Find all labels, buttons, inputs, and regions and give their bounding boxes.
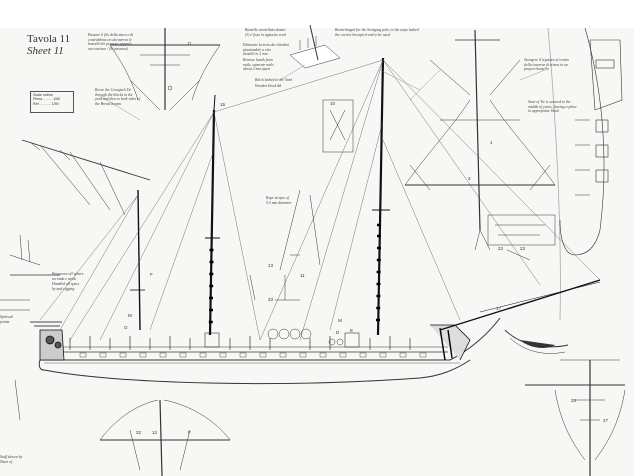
lateen-spar-detail bbox=[21, 139, 151, 216]
note-eliminate: Eliminate la tesia dei chiodini piantand… bbox=[243, 43, 289, 57]
leader-lines bbox=[99, 64, 546, 121]
note-bottom-left: Staff shown by Sheet of bbox=[0, 455, 23, 464]
ref-number: 11 bbox=[187, 41, 192, 46]
deck-barrels bbox=[267, 328, 344, 346]
sheet-title-english: Sheet 11 bbox=[27, 45, 64, 57]
note-remove-heads: Remove heads from nails, separate nails … bbox=[243, 58, 274, 72]
legend-line: Ref. .......... 1/50 bbox=[33, 101, 59, 106]
ref-number: 25 bbox=[571, 398, 577, 403]
note-block-lashed: Bozzello rastrellato dotato (3) è fisso … bbox=[245, 28, 286, 37]
ref-number: O bbox=[124, 325, 128, 330]
bottom-yard-detail bbox=[99, 399, 231, 476]
block-detail bbox=[289, 24, 341, 69]
note-right-top: Beam-hinged for the Swinging pole, to th… bbox=[335, 28, 419, 37]
mizzen-mast bbox=[130, 189, 145, 331]
bottom-right-details bbox=[504, 329, 626, 476]
stern-castle bbox=[30, 321, 65, 361]
note-rope-stripes: Rope stripes of 0.5 mm diameter bbox=[266, 196, 292, 205]
scale-legend: Scale ordine Pinna ......... 1/50 Ref. .… bbox=[30, 91, 74, 113]
mainmast bbox=[205, 94, 220, 336]
stern-detail-box bbox=[487, 214, 556, 261]
foreyard-diagram bbox=[404, 29, 556, 251]
note-sheet-tie: Start of Tie is secured to the middle of… bbox=[528, 100, 577, 114]
deck-stanchions bbox=[69, 336, 411, 350]
ref-number: M bbox=[338, 318, 342, 323]
note-reeve: Reeve the Crossjack Tie through the bloc… bbox=[95, 88, 140, 106]
ref-number: 33 bbox=[268, 297, 274, 302]
foremast-foot bbox=[344, 332, 360, 348]
legend-line: Pinna ......... 1/50 bbox=[33, 97, 61, 102]
bow-head bbox=[430, 324, 471, 361]
ref-number: 10 bbox=[330, 101, 336, 106]
ref-number: 27 bbox=[603, 418, 609, 423]
ref-number: E bbox=[350, 328, 354, 333]
ref-number: 23 bbox=[520, 246, 526, 251]
page-edge bbox=[547, 27, 561, 321]
ref-number: D bbox=[336, 330, 340, 335]
legend-line: Scale ordine bbox=[33, 93, 53, 97]
sheet-title-italian: Tavola 11 bbox=[27, 33, 71, 45]
mainmast-foot bbox=[204, 332, 220, 348]
note-spritsail: Spritsail points bbox=[0, 315, 13, 324]
note-block-lashed-en: Block lashed to the Yard bbox=[255, 78, 292, 82]
ref-number: 13 bbox=[268, 263, 274, 268]
bowsprit bbox=[439, 279, 601, 331]
sheet-title: Tavola 11 Sheet 11 bbox=[27, 33, 70, 57]
rigging-lines bbox=[39, 59, 601, 341]
left-side-details bbox=[0, 234, 60, 421]
note-handled: Handled all spars by and rigging bbox=[52, 282, 80, 291]
gun-ports bbox=[79, 352, 427, 358]
hull bbox=[30, 317, 501, 385]
ref-number: M bbox=[128, 313, 132, 318]
ref-number: 11 bbox=[300, 273, 305, 278]
ref-number: 15 bbox=[220, 102, 226, 107]
ref-number: 17 bbox=[496, 306, 502, 311]
ref-number: 12 bbox=[152, 430, 158, 435]
ref-number: 32 bbox=[136, 430, 142, 435]
background-margin bbox=[0, 0, 634, 28]
note-block-lashed-en2: Wooden block ## bbox=[255, 84, 282, 88]
note-top-center-it: Passare il filo della mura e di contrabb… bbox=[88, 33, 134, 51]
topsail-yard-detail bbox=[109, 28, 221, 111]
ref-number: 22 bbox=[498, 246, 504, 251]
ref-number: F bbox=[188, 430, 191, 435]
ref-number: 1 bbox=[490, 140, 493, 145]
ref-number: 3 bbox=[468, 176, 471, 181]
note-all-spars: Preparare all sphers seconda e strati bbox=[52, 272, 84, 281]
deck-plan-view bbox=[559, 27, 623, 256]
foremast bbox=[372, 57, 390, 336]
rigging-detail-mid bbox=[249, 99, 354, 301]
note-grip: Stringere il legature al centro della tr… bbox=[524, 58, 569, 72]
ref-number: F bbox=[150, 272, 153, 277]
